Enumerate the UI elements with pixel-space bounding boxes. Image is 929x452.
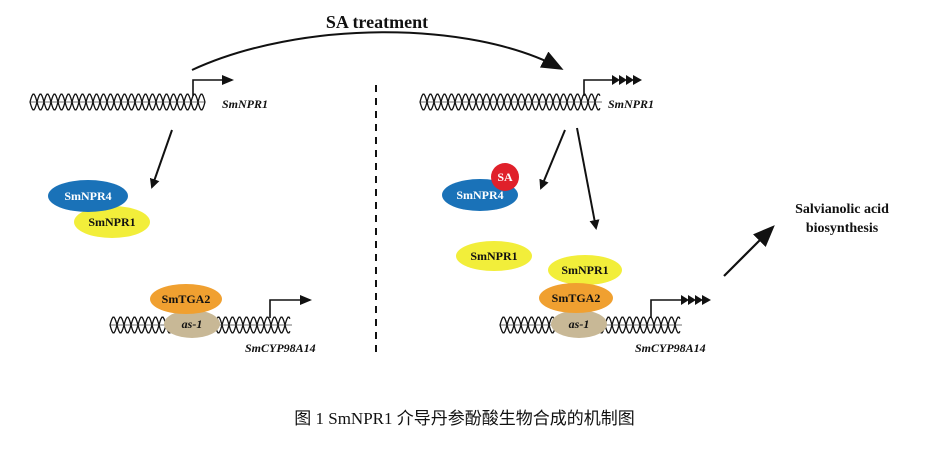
dna-strand bbox=[29, 93, 206, 111]
promoter-arrow-left-cyp bbox=[269, 295, 312, 318]
sa-molecule bbox=[491, 163, 519, 191]
outcome-line2: biosynthesis bbox=[806, 221, 879, 236]
protein-npr1-free bbox=[456, 241, 532, 271]
dna-strand bbox=[419, 93, 601, 111]
protein-tga2-left-label: SmTGA2 bbox=[162, 292, 211, 306]
protein-npr1-free-label: SmNPR1 bbox=[470, 249, 517, 263]
promoter-multiarrow-right-npr1 bbox=[612, 75, 642, 85]
dna-left-npr1 bbox=[29, 93, 206, 111]
as1-element-right bbox=[551, 310, 607, 338]
as1-label-right: as-1 bbox=[569, 317, 590, 331]
sa-molecule-label: SA bbox=[497, 170, 513, 184]
protein-npr1-left bbox=[74, 206, 150, 238]
protein-npr1-bound bbox=[548, 255, 622, 285]
as1-element-left bbox=[164, 310, 220, 338]
gene-label-right-cyp: SmCYP98A14 bbox=[635, 341, 706, 355]
sa-treatment-arrow bbox=[191, 31, 564, 71]
protein-npr1-left-label: SmNPR1 bbox=[88, 215, 135, 229]
dna-strand bbox=[419, 93, 601, 111]
protein-npr4-right-label: SmNPR4 bbox=[456, 188, 503, 202]
protein-tga2-left bbox=[150, 284, 222, 314]
as1-label-left: as-1 bbox=[182, 317, 203, 331]
protein-npr4-left-label: SmNPR4 bbox=[64, 189, 111, 203]
protein-npr4-left bbox=[48, 180, 128, 212]
figure-caption: 图 1 SmNPR1 介导丹参酚酸生物合成的机制图 bbox=[294, 409, 635, 428]
promoter-arrow-right-cyp bbox=[650, 299, 682, 318]
promoter-arrow-left-npr1 bbox=[192, 75, 234, 96]
promoter-multiarrow-right-cyp bbox=[681, 295, 711, 305]
promoter-arrow-right-npr1 bbox=[583, 79, 614, 96]
arrow-left-npr1-to-complex bbox=[149, 129, 173, 189]
protein-npr1-bound-label: SmNPR1 bbox=[561, 263, 608, 277]
gene-label-right-npr1: SmNPR1 bbox=[608, 97, 654, 111]
protein-tga2-right bbox=[539, 283, 613, 313]
dna-strand bbox=[29, 93, 206, 111]
gene-label-left-npr1: SmNPR1 bbox=[222, 97, 268, 111]
arrow-to-biosynthesis bbox=[723, 225, 775, 277]
dna-right-npr1 bbox=[419, 93, 602, 111]
sa-treatment-label: SA treatment bbox=[326, 12, 428, 32]
arrow-right-npr1-to-npr4 bbox=[539, 129, 566, 190]
protein-tga2-right-label: SmTGA2 bbox=[552, 291, 601, 305]
arrow-right-npr1-to-promoter bbox=[576, 127, 600, 230]
gene-label-left-cyp: SmCYP98A14 bbox=[245, 341, 316, 355]
outcome-line1: Salvianolic acid bbox=[795, 202, 889, 217]
